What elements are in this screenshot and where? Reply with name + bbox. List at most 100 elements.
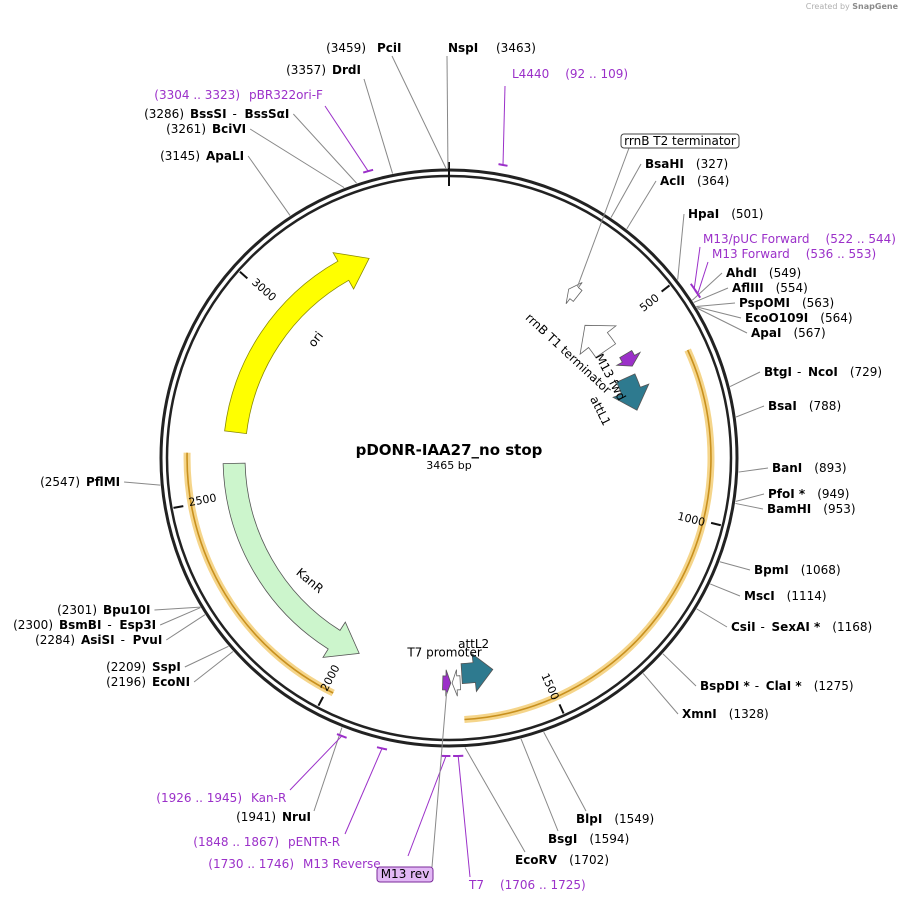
primer-leader xyxy=(693,246,701,289)
site-leader xyxy=(735,502,764,510)
primer-range: (536 .. 553) xyxy=(806,247,876,261)
site-name: BpmI xyxy=(754,563,789,577)
feature-kanr xyxy=(222,462,360,658)
site-number: (2209) xyxy=(106,660,146,674)
site-drdi: (3357) DrdI xyxy=(286,63,361,77)
site-leader xyxy=(363,78,394,174)
primer-name: Kan-R xyxy=(251,791,286,805)
site-bcivi: (3261)BciVI xyxy=(166,122,246,136)
feature-m13-fwd xyxy=(615,349,642,367)
site-name-2: SexAI * xyxy=(772,620,821,634)
primer-leader xyxy=(324,105,369,172)
tick-label: 3000 xyxy=(249,276,279,304)
site-number: (3286) xyxy=(144,107,184,121)
site-number: (3145) xyxy=(160,149,200,163)
feature-t7-promoter xyxy=(451,669,462,697)
site-name: BsaI xyxy=(768,399,797,413)
site-name: BanI xyxy=(772,461,802,475)
leader-line-layer xyxy=(124,55,769,878)
site-leader xyxy=(391,55,447,169)
site-name-2: ClaI * xyxy=(766,679,803,693)
site-ecoo109i: EcoO109I(564) xyxy=(745,311,853,325)
site-name: PfoI * xyxy=(768,487,806,501)
site-name-2: BssSαI xyxy=(245,107,290,121)
site-name: Bpu10I xyxy=(103,603,150,617)
tick-mark xyxy=(558,703,565,714)
site-btgi: BtgI-NcoI(729) xyxy=(764,365,882,379)
site-leader xyxy=(610,163,642,218)
site-leader xyxy=(184,645,229,668)
site-leader xyxy=(735,405,765,418)
feature-attl2 xyxy=(460,652,494,693)
site-bsmbi: (2300)BsmBI-Esp3I xyxy=(13,618,156,632)
site-leader xyxy=(697,307,748,334)
snapgene-credit: Created by SnapGene xyxy=(806,2,898,11)
feature-m13-rev xyxy=(442,669,452,697)
primer-m13-forward: M13 Forward(536 .. 553) xyxy=(694,247,876,299)
site-leader xyxy=(693,287,729,303)
site-name: BspDI * xyxy=(700,679,750,693)
site-name: PciI xyxy=(377,41,402,55)
site-name: BtgI xyxy=(764,365,792,379)
feature-label-attl1: attL1 xyxy=(587,394,613,428)
site-leader xyxy=(446,55,449,169)
tick-label: 2000 xyxy=(318,663,343,694)
site-number: (3357) xyxy=(286,63,326,77)
primer-kan-r: Kan-R(1926 .. 1945) xyxy=(156,733,347,805)
primer-name: M13 Reverse xyxy=(303,857,381,871)
site-separator: - xyxy=(755,679,759,693)
tick-mark xyxy=(239,271,249,280)
tick-label: 2500 xyxy=(188,491,218,509)
site-name-2: PvuI xyxy=(133,633,163,647)
site-name: EcoRV xyxy=(515,853,558,867)
site-number: (3463) xyxy=(496,41,536,55)
site-nspi: (3463)NspI xyxy=(448,41,536,55)
boxed-label-leader xyxy=(431,691,448,868)
site-leader xyxy=(626,180,657,230)
site-number: (2547) xyxy=(40,475,80,489)
site-leader xyxy=(193,651,234,683)
site-name: EcoO109I xyxy=(745,311,808,325)
site-number: (567) xyxy=(793,326,825,340)
site-separator: - xyxy=(233,107,237,121)
site-label-layer: (3459)PciI(3463)NspI(3357)DrdI(3286)BssS… xyxy=(13,41,882,867)
site-name: BamHI xyxy=(767,502,811,516)
plasmid-length: 3465 bp xyxy=(426,459,471,472)
site-number: (1549) xyxy=(614,812,654,826)
primer-binding-mark xyxy=(376,746,388,751)
tick-mark xyxy=(710,521,722,527)
site-name: BsaHI xyxy=(645,157,684,171)
site-separator: - xyxy=(797,365,801,379)
highlight-layer xyxy=(183,348,715,723)
primer-name: pENTR-R xyxy=(288,835,340,849)
primer-pbr322ori-f: pBR322ori-F(3304 .. 3323) xyxy=(154,88,374,174)
site-bpu10i: (2301)Bpu10I xyxy=(57,603,150,617)
boxed-label-m13-rev: M13 rev xyxy=(376,866,434,883)
plasmid-name: pDONR-IAA27_no stop xyxy=(356,441,543,459)
site-leader xyxy=(691,272,723,301)
site-name: DrdI xyxy=(332,63,361,77)
site-leader xyxy=(249,128,345,189)
site-bsgi: BsgI(1594) xyxy=(548,832,629,846)
highlight-band-core xyxy=(186,452,334,694)
primer-range: (3304 .. 3323) xyxy=(154,88,240,102)
site-name: BlpI xyxy=(576,812,602,826)
feature-ori xyxy=(224,252,370,435)
primer-l4440: L4440(92 .. 109) xyxy=(498,67,628,167)
site-name: PflMI xyxy=(86,475,120,489)
site-leader xyxy=(729,371,761,388)
primer-range: (522 .. 544) xyxy=(826,232,896,246)
site-ecorv: EcoRV(1702) xyxy=(515,853,609,867)
site-name: BsmBI xyxy=(59,618,101,632)
tick-mark xyxy=(173,505,184,509)
backbone-ring xyxy=(159,162,739,748)
site-leader xyxy=(696,608,728,628)
site-number: (949) xyxy=(817,487,849,501)
primer-layer: L4440(92 .. 109) pBR322ori-F(3304 .. 3323… xyxy=(154,67,896,892)
site-number: (364) xyxy=(697,174,729,188)
site-name: ApaLI xyxy=(206,149,244,163)
primer-range: (92 .. 109) xyxy=(565,67,628,81)
